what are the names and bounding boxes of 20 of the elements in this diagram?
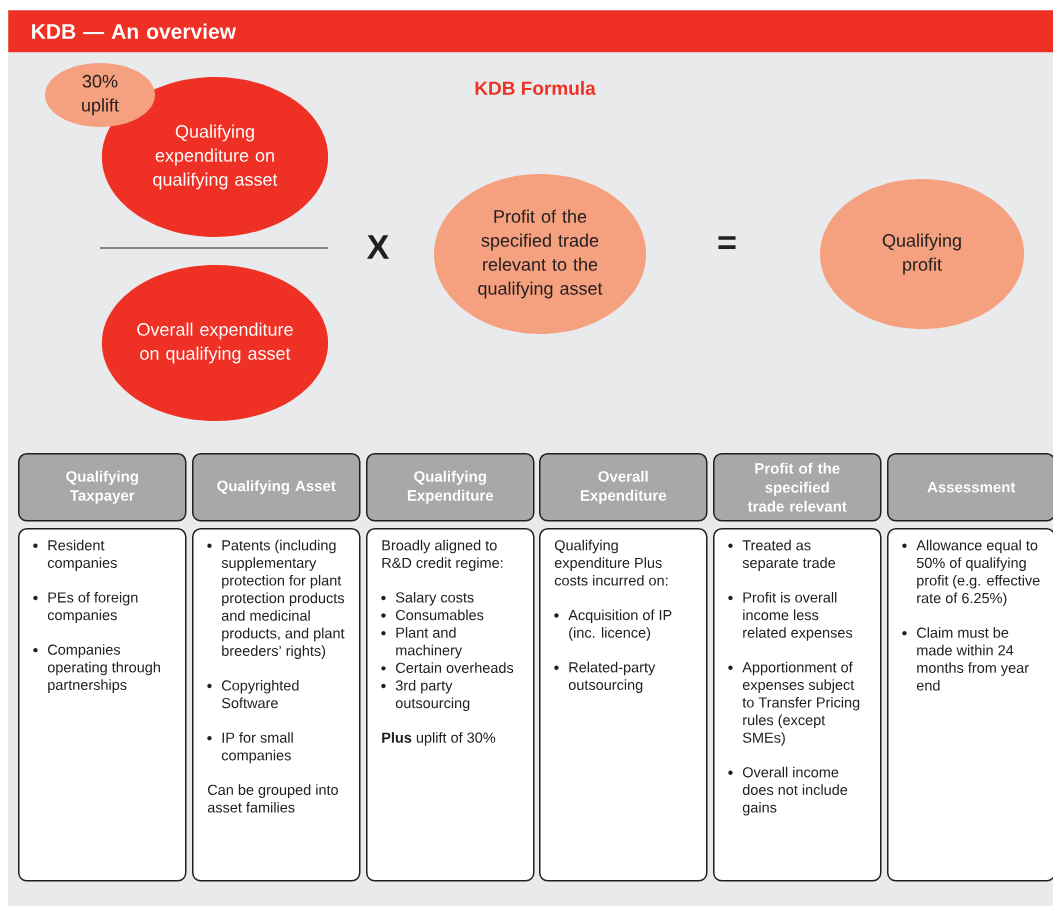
column-card: Patents (including supplementary protection for plant protection products and medicinal products, and plant breeders’ rights) Copyrighted Software IP for small companies Can be grouped into asset families xyxy=(192,528,361,882)
column-card: Qualifying expenditure Plus costs incurred on: Acquisition of IP (inc. licence) Related-party outsourcing xyxy=(539,528,708,882)
column-header: Assessment xyxy=(887,453,1053,522)
column-card: Broadly aligned to R&D credit regime: Salary costs Consumables Plant and machinery Certain overheads 3rd party outsourcing Plus uplift of 30% xyxy=(366,528,535,882)
title-bar: KDB — An overview xyxy=(8,10,1053,53)
multiply-sign: X xyxy=(366,235,390,259)
formula-bubble: Overall expenditure on qualifying asset xyxy=(101,265,329,421)
column-header: Overall Expenditure xyxy=(539,453,708,522)
column-card: Allowance equal to 50% of qualifying profit (e.g. effective rate of 6.25%) Claim must be made within 24 months from year end xyxy=(887,528,1053,882)
column-card: Resident companies PEs of foreign companies Companies operating through partnerships xyxy=(18,528,187,882)
column-card: Treated as separate trade Profit is overall income less related expenses Apportionment of expenses subject to Transfer Pricing rules (except SMEs) Overall income does not include gains xyxy=(713,528,882,882)
uplift-bubble: 30% uplift xyxy=(45,63,155,127)
formula-bubble: Profit of the specified trade relevant to the qualifying asset xyxy=(433,174,647,334)
column-header: Qualifying Expenditure xyxy=(366,453,535,522)
column-header: Qualifying Asset xyxy=(192,453,361,522)
column-header: Qualifying Taxpayer xyxy=(18,453,187,522)
formula-heading: KDB Formula xyxy=(475,81,596,95)
equals-sign: = xyxy=(718,236,736,249)
column-header: Profit of the specified trade relevant xyxy=(713,453,882,522)
result-bubble: Qualifying profit xyxy=(820,179,1024,329)
